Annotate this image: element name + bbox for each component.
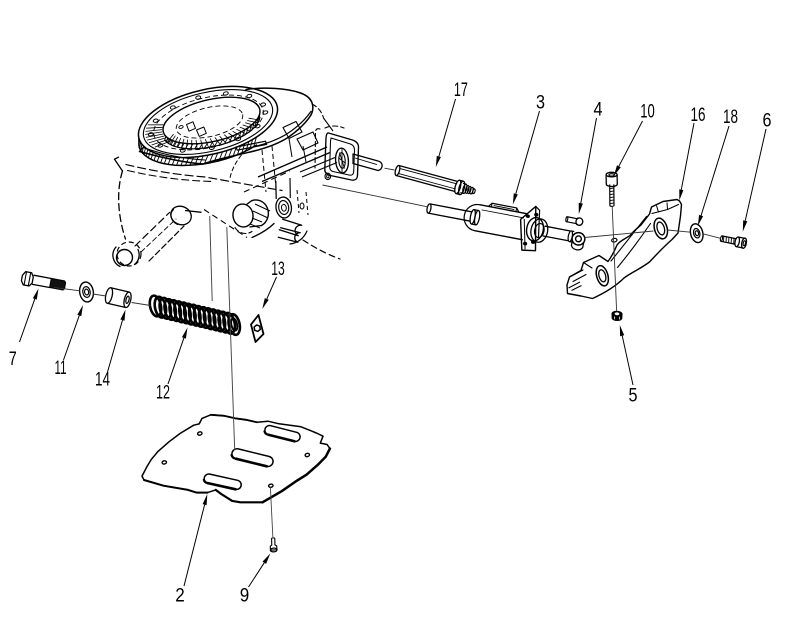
svg-text:13: 13 xyxy=(271,259,285,280)
svg-text:2: 2 xyxy=(175,586,185,607)
svg-text:3: 3 xyxy=(536,93,545,114)
svg-text:10: 10 xyxy=(640,102,655,123)
svg-text:16: 16 xyxy=(691,105,706,126)
svg-text:9: 9 xyxy=(240,586,250,607)
svg-text:12: 12 xyxy=(156,383,170,404)
svg-text:11: 11 xyxy=(55,358,67,379)
svg-text:18: 18 xyxy=(723,107,738,128)
svg-text:5: 5 xyxy=(629,386,638,407)
svg-text:6: 6 xyxy=(763,111,772,132)
svg-text:17: 17 xyxy=(454,80,468,101)
svg-text:7: 7 xyxy=(9,349,17,370)
svg-text:14: 14 xyxy=(95,370,110,391)
svg-text:4: 4 xyxy=(594,100,603,121)
